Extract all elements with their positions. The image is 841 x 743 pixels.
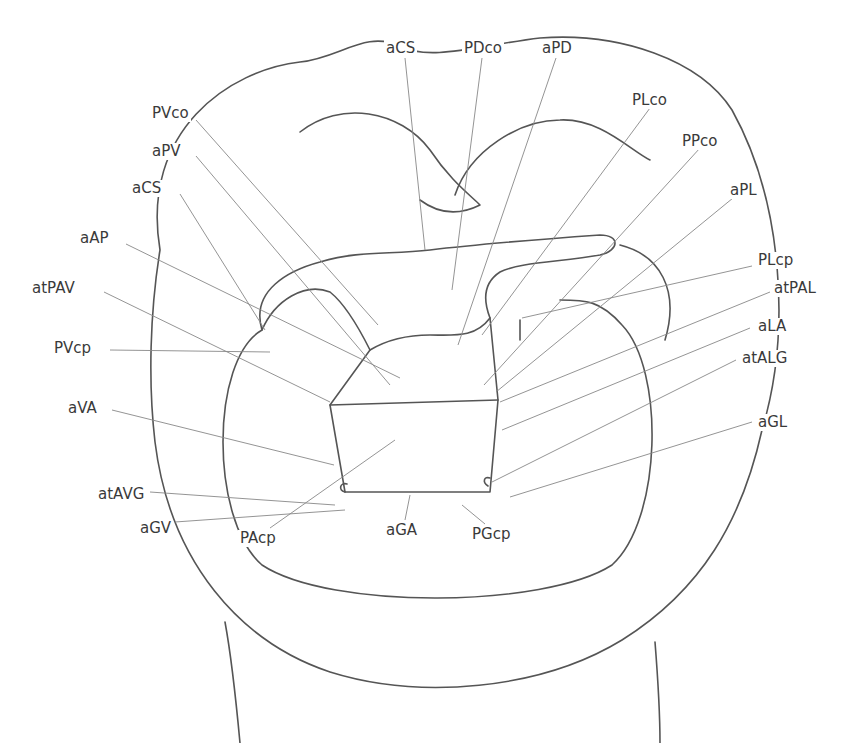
central-lobe — [260, 235, 615, 492]
outer-outline — [151, 37, 779, 687]
ridge-right — [620, 245, 670, 340]
leader-line — [270, 440, 395, 528]
leader-line — [126, 244, 400, 378]
part-label: atAVG — [96, 486, 146, 503]
leader-line — [180, 194, 265, 330]
tick-plcp — [519, 320, 521, 340]
part-label: atALG — [740, 350, 789, 367]
part-label: PPco — [680, 133, 720, 150]
leader-line — [452, 58, 482, 290]
leader-line — [196, 120, 378, 325]
part-label: PGcp — [470, 526, 512, 543]
part-label: aCS — [130, 180, 163, 197]
part-label: aAP — [78, 230, 111, 247]
part-label: PLco — [630, 92, 669, 109]
part-label: aLA — [756, 318, 788, 335]
furrow-right — [455, 120, 650, 195]
leader-line — [462, 505, 485, 524]
part-label: atPAL — [772, 280, 818, 297]
furrow-top — [300, 113, 480, 212]
part-label: aGA — [384, 522, 419, 539]
leader-line — [405, 495, 410, 520]
part-label: aGV — [138, 520, 173, 537]
central-line — [330, 400, 498, 405]
leader-line — [522, 266, 752, 318]
part-label: PVco — [150, 105, 191, 122]
leader-line — [484, 148, 700, 385]
inner-ring — [223, 300, 652, 598]
leader-line — [510, 422, 752, 497]
leader-line — [496, 198, 733, 392]
part-label: atPAV — [30, 280, 77, 297]
part-label: aPD — [540, 40, 574, 57]
part-label: PDco — [462, 40, 504, 57]
part-label: aPV — [150, 143, 183, 160]
part-label: aCS — [384, 40, 417, 57]
part-label: PAcp — [238, 530, 278, 547]
part-label: PVcp — [52, 340, 93, 357]
stem-right — [655, 642, 660, 743]
part-label: aPL — [728, 182, 759, 199]
leader-line — [492, 360, 736, 482]
leader-line — [150, 492, 335, 505]
leader-line — [405, 58, 425, 250]
stem-left — [225, 622, 240, 743]
part-label: aGL — [756, 414, 789, 431]
leader-line — [500, 292, 770, 402]
leader-line — [104, 292, 330, 402]
notch-left — [341, 484, 347, 492]
leader-line — [110, 350, 270, 352]
central-cap — [370, 318, 490, 350]
part-label: aVA — [66, 400, 99, 417]
leader-line — [175, 510, 345, 522]
notch-right — [484, 478, 490, 486]
leader-line — [482, 108, 650, 335]
leader-line — [112, 410, 334, 465]
part-label: PLcp — [756, 252, 795, 269]
